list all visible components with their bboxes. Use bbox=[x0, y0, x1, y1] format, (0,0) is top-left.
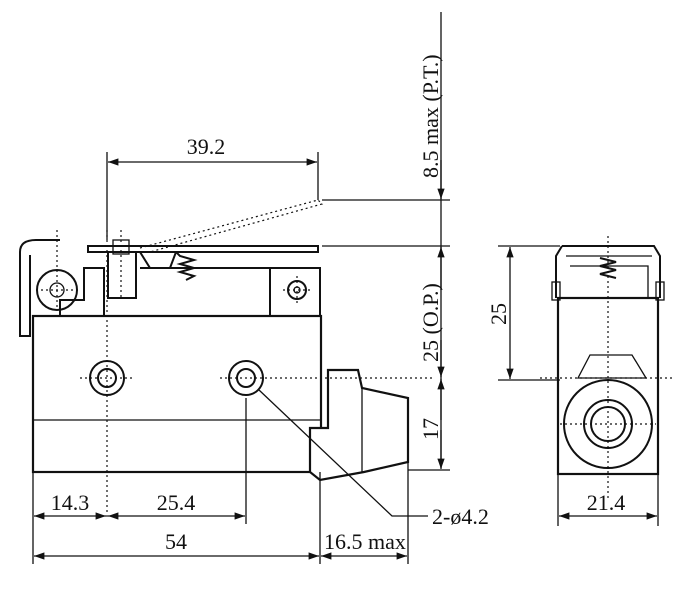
dim-side-height: 25 bbox=[486, 303, 511, 325]
side-dimensions: 25 21.4 bbox=[486, 245, 659, 526]
dim-side-width: 21.4 bbox=[587, 490, 626, 515]
bushing bbox=[308, 368, 410, 482]
dim-left-offset: 14.3 bbox=[51, 490, 90, 515]
plunger bbox=[107, 251, 137, 299]
mount-hole-right bbox=[228, 360, 264, 396]
dim-pretravel: 8.5 max (P.T.) bbox=[418, 54, 443, 178]
dim-mount-height: 17 bbox=[418, 418, 443, 440]
side-view bbox=[540, 236, 672, 500]
upper-housing bbox=[269, 267, 321, 317]
spring bbox=[175, 251, 198, 281]
dim-bushing-length: 16.5 max bbox=[324, 529, 406, 554]
dim-hole-pitch: 25.4 bbox=[157, 490, 196, 515]
front-dimensions: 39.2 8.5 max (P.T.) 25 (O.P.) 17 14.3 25… bbox=[32, 12, 489, 564]
dim-hole-callout: 2-ø4.2 bbox=[432, 504, 489, 529]
lever-bracket bbox=[19, 239, 60, 337]
front-view bbox=[19, 199, 432, 520]
dim-lever-length: 39.2 bbox=[187, 134, 226, 159]
lever-arm bbox=[87, 245, 319, 253]
dim-operating-position: 25 (O.P.) bbox=[418, 283, 443, 362]
switch-body bbox=[31, 314, 323, 474]
lever-pretravel bbox=[139, 199, 324, 253]
dim-body-length: 54 bbox=[165, 529, 187, 554]
